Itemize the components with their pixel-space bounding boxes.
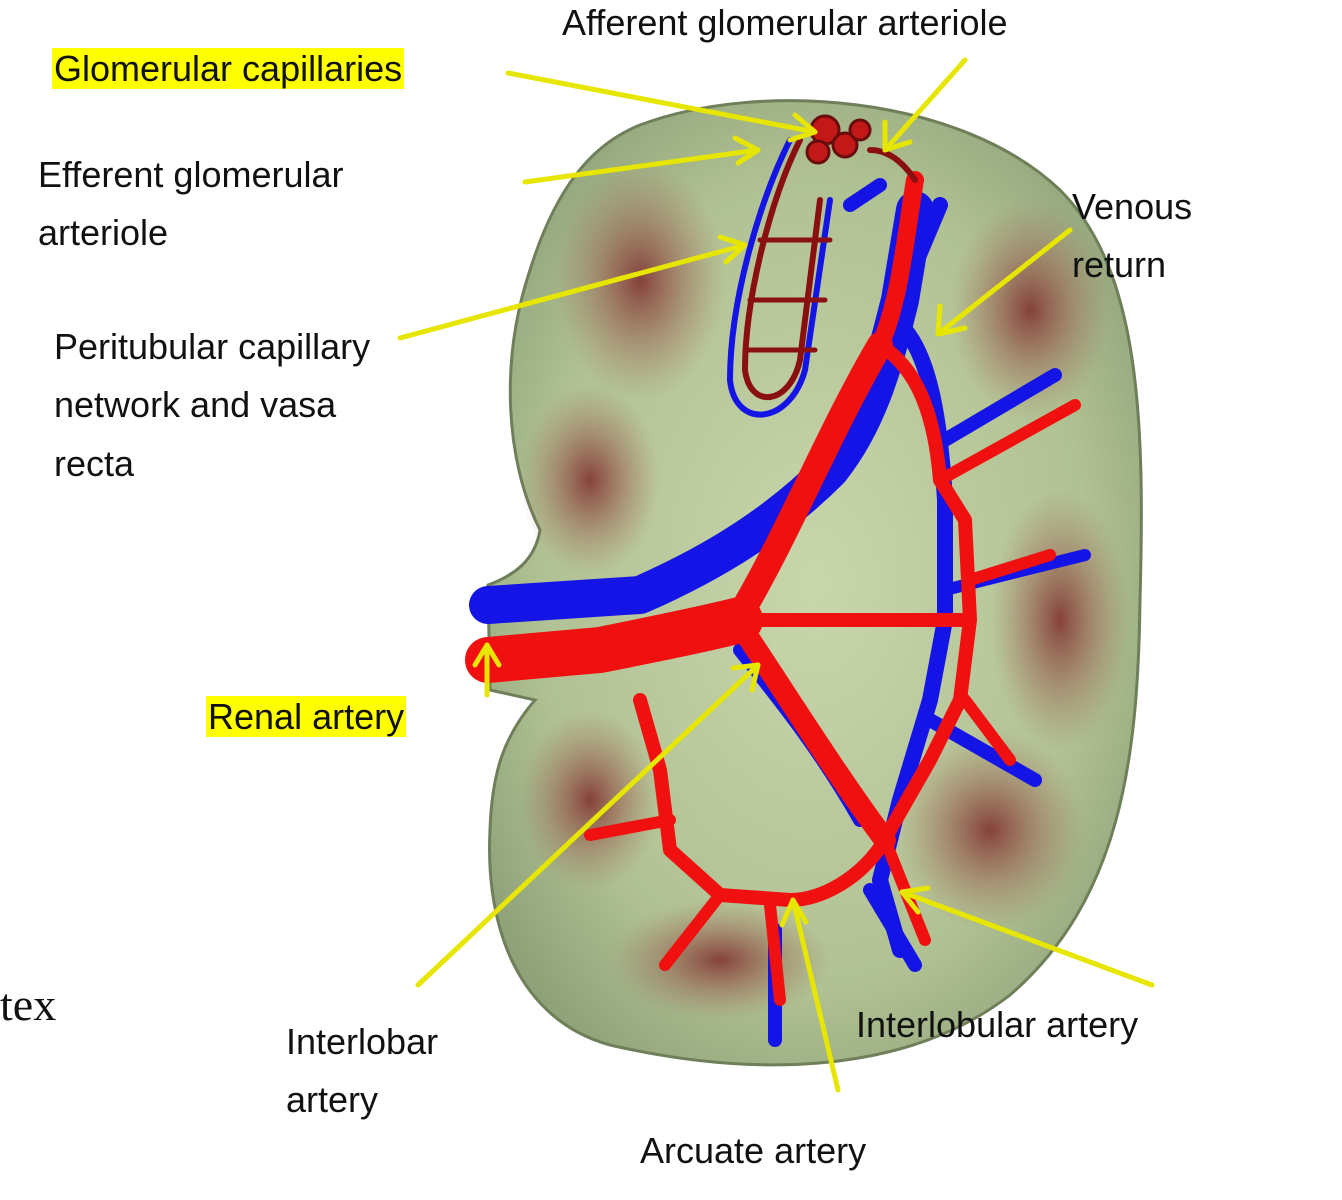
- label-cortex-partial: tex: [0, 979, 57, 1030]
- pyramid: [520, 385, 660, 575]
- label-afferent-arteriole: Afferent glomerular arteriole: [562, 2, 1008, 43]
- pyramid: [950, 200, 1110, 420]
- label-renal-artery: Renal artery: [206, 688, 407, 746]
- label-interlobular-artery: Interlobular artery: [856, 1004, 1139, 1045]
- label-glomerular-capillaries-text: Glomerular capillaries: [52, 48, 405, 89]
- label-efferent-arteriole: Efferent glomerular arteriole: [38, 154, 344, 254]
- label-arcuate-artery: Arcuate artery: [640, 1130, 867, 1171]
- peritubular-loops: [726, 137, 918, 418]
- glomerulus: [805, 114, 872, 165]
- pyramid: [520, 710, 660, 890]
- pointer-arrows: [397, 57, 1155, 1093]
- label-interlobar-artery: Interlobar artery: [286, 1021, 439, 1121]
- pyramid: [555, 160, 725, 400]
- label-renal-artery-text: Renal artery: [206, 696, 407, 737]
- label-venous-return: Venous return: [1072, 186, 1193, 286]
- pyramid: [990, 490, 1130, 750]
- label-glomerular-capillaries: Glomerular capillaries: [52, 40, 405, 98]
- label-peritubular-network: Peritubular capillary network and vasa r…: [54, 326, 371, 484]
